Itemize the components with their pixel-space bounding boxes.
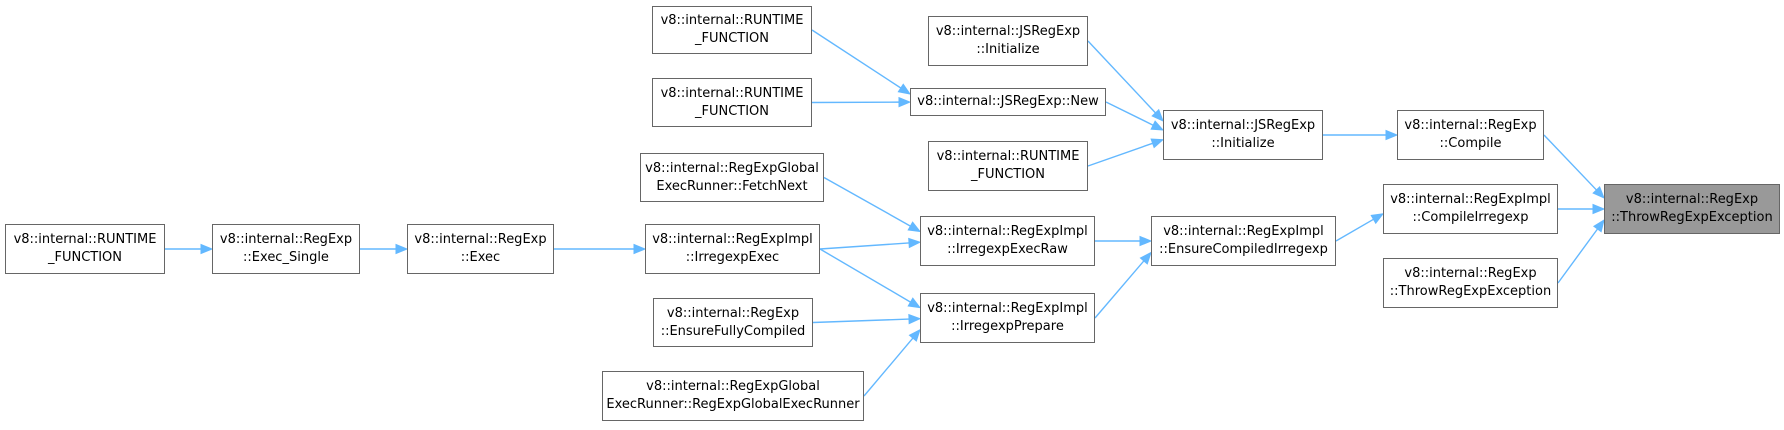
node-runtime-function[interactable]: v8::internal::RUNTIME _FUNCTION (652, 6, 812, 54)
node-regexpglobalexecrunner-fetchnext[interactable]: v8::internal::RegExpGlobal ExecRunner::F… (640, 153, 824, 202)
edge-arrowhead (201, 245, 212, 254)
node-regexpimpl-irregexpprepare[interactable]: v8::internal::RegExpImpl ::IrregexpPrepa… (920, 293, 1095, 343)
node-regexpimpl-ensurecompiledirregexp[interactable]: v8::internal::RegExpImpl ::EnsureCompile… (1151, 216, 1336, 266)
node-label-line2: _FUNCTION (695, 30, 769, 48)
node-label-line2: ::EnsureFullyCompiled (661, 323, 806, 341)
edge-line (824, 178, 910, 227)
edge-arrowhead (909, 315, 920, 324)
edge-arrowhead (634, 245, 645, 254)
node-label-line1: v8::internal::RUNTIME (14, 231, 157, 249)
node-label-line1: v8::internal::RegExp (1404, 117, 1536, 135)
edge-arrowhead (396, 245, 407, 254)
edge-line (1106, 102, 1153, 125)
edge-line (820, 249, 911, 302)
node-label-line1: v8::internal::RegExp (414, 231, 546, 249)
edge-arrowhead (1371, 214, 1383, 223)
node-label-line2: ::ThrowRegExpException (1611, 209, 1772, 227)
node-label-line1: v8::internal::RegExpImpl (927, 223, 1088, 241)
node-regexp-ensurefullycompiled[interactable]: v8::internal::RegExp ::EnsureFullyCompil… (653, 298, 813, 347)
edge-line (1095, 261, 1144, 318)
edge-line (1544, 135, 1596, 190)
node-label-line1: v8::internal::RegExp (1404, 265, 1536, 283)
node-runtime-function[interactable]: v8::internal::RUNTIME _FUNCTION (652, 78, 812, 127)
node-label-line1: v8::internal::RegExpImpl (652, 231, 813, 249)
edge-line (1336, 219, 1373, 241)
edge-line (812, 30, 901, 88)
node-label-line2: _FUNCTION (48, 249, 122, 267)
node-label-line2: ::IrregexpPrepare (951, 318, 1064, 336)
node-label-line1: v8::internal::JSRegExp (936, 23, 1080, 41)
node-label-line2: ::Exec (461, 249, 500, 267)
node-label-line1: v8::internal::JSRegExp (1171, 117, 1315, 135)
edge-arrowhead (908, 298, 920, 307)
node-jsregexp-initialize[interactable]: v8::internal::JSRegExp ::Initialize (1163, 110, 1323, 160)
node-label-line2: ::IrregexpExecRaw (947, 241, 1068, 259)
node-regexpimpl-irregexpexec[interactable]: v8::internal::RegExpImpl ::IrregexpExec (645, 224, 820, 274)
node-label-line1: v8::internal::RegExpImpl (927, 300, 1088, 318)
node-label-line1: v8::internal::RegExpImpl (1163, 223, 1324, 241)
node-regexpglobalexecrunner-ctor[interactable]: v8::internal::RegExpGlobal ExecRunner::R… (602, 371, 864, 421)
edge-arrowhead (899, 98, 910, 107)
edge-line (1088, 143, 1153, 166)
node-label-line2: _FUNCTION (695, 103, 769, 121)
node-label-line2: ::Initialize (976, 41, 1039, 59)
node-label-line1: v8::internal::RUNTIME (937, 148, 1080, 166)
node-label-line2: ::CompileIrregexp (1413, 209, 1529, 227)
edge-arrowhead (898, 84, 910, 94)
node-jsregexp-new[interactable]: v8::internal::JSRegExp::New (910, 88, 1106, 116)
node-label-line2: ExecRunner::FetchNext (656, 178, 807, 196)
node-regexp-exec[interactable]: v8::internal::RegExp ::Exec (407, 224, 554, 274)
node-label-line2: _FUNCTION (971, 166, 1045, 184)
node-regexp-throwregexpexception[interactable]: v8::internal::RegExp ::ThrowRegExpExcept… (1383, 258, 1558, 308)
node-label-line2: ::Initialize (1211, 135, 1274, 153)
node-jsregexp-initialize[interactable]: v8::internal::JSRegExp ::Initialize (928, 16, 1088, 66)
node-label-line1: v8::internal::RUNTIME (661, 12, 804, 30)
edge-arrowhead (1594, 220, 1604, 232)
node-regexp-compile[interactable]: v8::internal::RegExp ::Compile (1397, 110, 1544, 160)
node-label-line1: v8::internal::RUNTIME (661, 85, 804, 103)
node-label-line2: ::Compile (1440, 135, 1502, 153)
edge-line (1558, 229, 1598, 283)
node-regexp-throwregexpexception-focus: v8::internal::RegExp ::ThrowRegExpExcept… (1604, 184, 1780, 234)
edge-arrowhead (1593, 205, 1604, 214)
node-label-line2: ExecRunner::RegExpGlobalExecRunner (606, 396, 859, 414)
node-regexpimpl-compileirregexp[interactable]: v8::internal::RegExpImpl ::CompileIrrege… (1383, 184, 1558, 234)
edge-arrowhead (1386, 131, 1397, 140)
node-label-line1: v8::internal::RegExpGlobal (645, 160, 819, 178)
node-label-line1: v8::internal::RegExp (220, 231, 352, 249)
node-label-line1: v8::internal::RegExpImpl (1390, 191, 1551, 209)
edge-arrowhead (908, 222, 920, 231)
edge-line (813, 319, 909, 322)
edge-line (864, 338, 913, 396)
node-label-line2: ::EnsureCompiledIrregexp (1159, 241, 1328, 259)
node-label-line1: v8::internal::JSRegExp::New (917, 93, 1098, 111)
node-label-line1: v8::internal::RegExp (667, 305, 799, 323)
node-runtime-function[interactable]: v8::internal::RUNTIME _FUNCTION (5, 224, 165, 274)
edge-arrowhead (1140, 237, 1151, 246)
node-label-line1: v8::internal::RegExp (1626, 191, 1758, 209)
node-runtime-function[interactable]: v8::internal::RUNTIME _FUNCTION (928, 141, 1088, 191)
node-label-line2: ::ThrowRegExpException (1390, 283, 1551, 301)
edge-line (820, 243, 909, 249)
node-label-line2: ::Exec_Single (243, 249, 329, 267)
edge-arrowhead (1151, 121, 1163, 130)
node-label-line1: v8::internal::RegExpGlobal (646, 378, 820, 396)
edge-arrowhead (909, 238, 920, 247)
node-regexp-exec-single[interactable]: v8::internal::RegExp ::Exec_Single (212, 224, 360, 274)
node-label-line2: ::IrregexpExec (686, 249, 779, 267)
edge-arrowhead (1151, 139, 1163, 147)
node-regexpimpl-irregexpexecraw[interactable]: v8::internal::RegExpImpl ::IrregexpExecR… (920, 216, 1095, 266)
